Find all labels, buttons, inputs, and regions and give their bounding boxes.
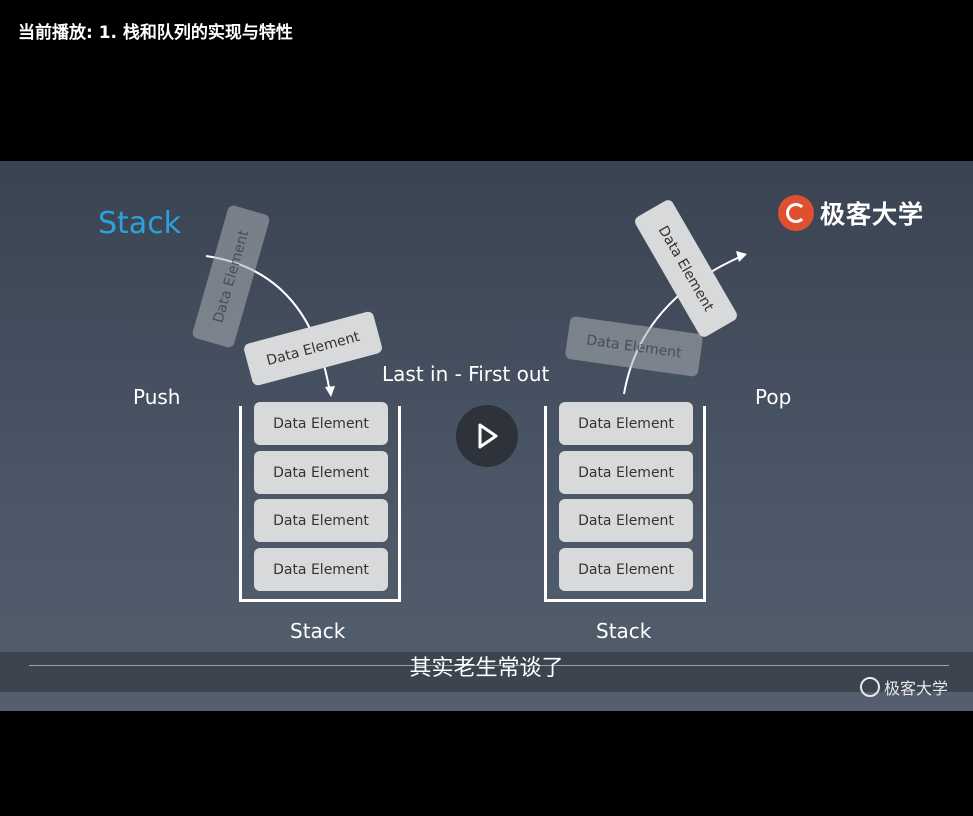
left-stack-label: Stack bbox=[290, 619, 346, 643]
lifo-label: Last in - First out bbox=[382, 362, 550, 386]
slide-title: Stack bbox=[98, 206, 182, 241]
push-label: Push bbox=[133, 385, 181, 409]
right-stack-container bbox=[544, 406, 706, 602]
stack-element: Data Element bbox=[559, 548, 693, 591]
play-button[interactable] bbox=[456, 405, 518, 467]
stack-element: Data Element bbox=[559, 499, 693, 542]
watermark-logo-icon bbox=[860, 677, 880, 697]
geek-logo-icon bbox=[778, 195, 814, 231]
left-stack-container bbox=[239, 406, 401, 602]
watermark: 极客大学 bbox=[860, 675, 948, 699]
watermark-text: 极客大学 bbox=[884, 679, 949, 698]
stack-element: Data Element bbox=[254, 548, 388, 591]
stack-element: Data Element bbox=[559, 402, 693, 445]
subtitle-text: 其实老生常谈了 bbox=[409, 656, 564, 681]
stack-element: Data Element bbox=[254, 499, 388, 542]
play-icon bbox=[478, 423, 498, 449]
subtitle-divider bbox=[29, 665, 949, 666]
brand-name: 极客大学 bbox=[820, 200, 925, 229]
pop-label: Pop bbox=[755, 385, 792, 409]
right-stack-label: Stack bbox=[596, 619, 652, 643]
subtitle-bar: 其实老生常谈了 bbox=[0, 652, 973, 692]
brand-logo: 极客大学 bbox=[778, 195, 924, 231]
stack-element: Data Element bbox=[254, 402, 388, 445]
stack-element: Data Element bbox=[559, 451, 693, 494]
video-frame[interactable]: Stack 极客大学 Data Element Data Element Dat… bbox=[0, 161, 973, 711]
stack-element: Data Element bbox=[254, 451, 388, 494]
now-playing-title: 当前播放: 1. 栈和队列的实现与特性 bbox=[18, 23, 293, 43]
